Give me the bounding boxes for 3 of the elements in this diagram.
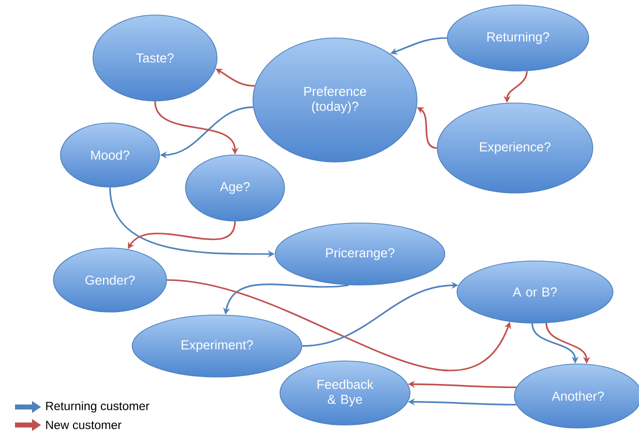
legend-label: New customer bbox=[46, 420, 122, 430]
legend-label: Returning customer bbox=[46, 401, 150, 413]
arrow bbox=[166, 279, 511, 372]
